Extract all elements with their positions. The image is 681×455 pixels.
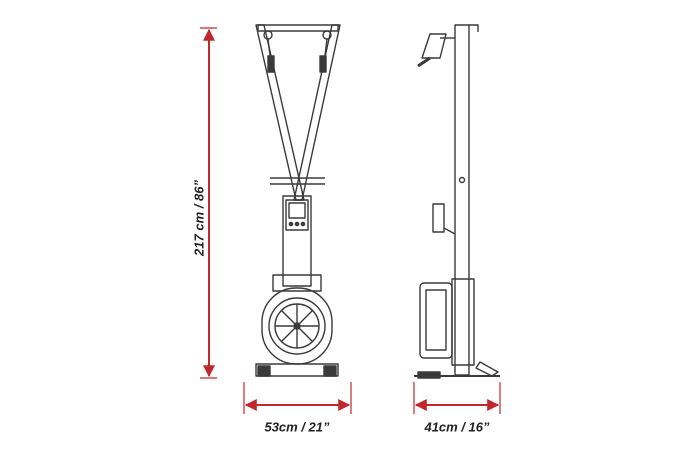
front-right-arm <box>293 24 341 201</box>
front-flywheel-hub <box>293 322 301 330</box>
side-monitor-arm <box>443 227 456 235</box>
side-view-machine <box>414 24 500 379</box>
side-monitor <box>432 203 445 233</box>
front-housing-top <box>272 274 322 292</box>
width-label: 53cm / 21” <box>264 419 330 435</box>
side-handle <box>421 33 447 59</box>
front-top-crossbar <box>257 24 339 32</box>
side-front-foot <box>417 371 441 379</box>
front-monitor-screen <box>288 202 306 219</box>
front-left-handle <box>267 55 275 73</box>
front-central-column <box>282 195 312 287</box>
height-dimension <box>200 27 217 379</box>
depth-dimension <box>413 382 501 414</box>
side-rear-foot <box>475 361 499 377</box>
front-view-machine <box>255 24 341 377</box>
side-pivot-hole <box>458 176 466 184</box>
front-right-handle <box>319 55 327 73</box>
front-base <box>255 363 339 377</box>
front-left-arm <box>255 24 305 201</box>
side-flywheel-panel <box>425 289 447 351</box>
monitor-button <box>288 221 294 227</box>
side-top-hook <box>469 24 479 32</box>
front-monitor <box>285 199 309 231</box>
side-flywheel-housing <box>419 282 453 359</box>
height-label: 217 cm / 86” <box>191 180 207 256</box>
front-left-pulley <box>263 30 273 40</box>
side-main-column <box>454 24 470 376</box>
front-right-foot <box>323 365 337 377</box>
front-left-foot <box>257 365 271 377</box>
side-handle-grip <box>417 56 431 68</box>
depth-label: 41cm / 16” <box>424 419 490 435</box>
monitor-button <box>300 221 306 227</box>
width-dimension <box>243 382 352 414</box>
side-flywheel-mount <box>451 278 475 366</box>
front-flywheel-outer <box>268 297 326 355</box>
monitor-button <box>294 221 300 227</box>
